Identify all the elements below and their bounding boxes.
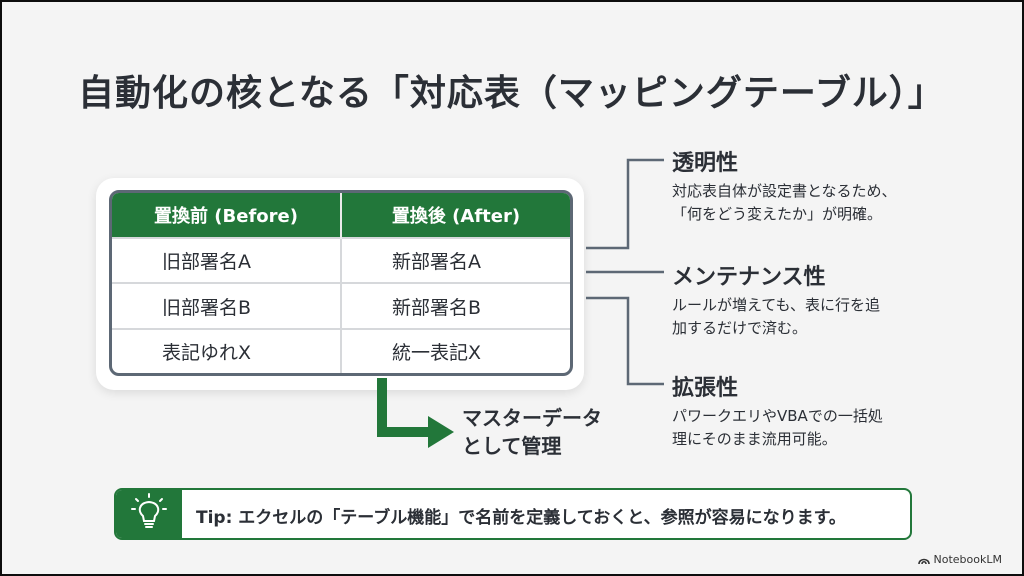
table-row: 旧部署名B 新部署名B [112, 282, 570, 329]
lightbulb-icon [131, 493, 167, 528]
master-label-line: マスターデータ [462, 406, 602, 430]
tip-box: Tip: エクセルの「テーブル機能」で名前を定義しておくと、参照が容易になります… [114, 488, 912, 540]
desc-line: 加するだけで済む。 [672, 319, 808, 337]
desc-line: 対応表自体が設定書となるため、 [672, 182, 897, 200]
table-header-row: 置換前 (Before) 置換後 (After) [112, 193, 570, 238]
tip-text: Tip: エクセルの「テーブル機能」で名前を定義しておくと、参照が容易になります… [196, 508, 846, 528]
before-cell: 旧部署名B [112, 282, 341, 329]
desc-line: 「何をどう変えたか」が明確。 [672, 205, 883, 223]
table-row: 旧部署名A 新部署名A [112, 236, 570, 284]
feature-title-extensibility: 拡張性 [672, 376, 739, 401]
connector-transparency [586, 158, 664, 250]
notebooklm-logo-icon [917, 558, 930, 564]
before-cell: 表記ゆれX [112, 327, 341, 373]
after-cell: 新部署名A [340, 236, 570, 284]
after-cell: 新部署名B [340, 282, 570, 329]
desc-line: パワークエリやVBAでの一括処 [672, 407, 883, 425]
feature-desc-maintenance: ルールが増えても、表に行を追 加するだけで済む。 [672, 294, 880, 340]
table-row: 表記ゆれX 統一表記X [112, 327, 570, 373]
brand-name: NotebookLM [933, 553, 1002, 566]
arrow-head-icon [428, 416, 454, 448]
desc-line: 理にそのまま流用可能。 [672, 430, 837, 448]
feature-desc-transparency: 対応表自体が設定書となるため、 「何をどう変えたか」が明確。 [672, 180, 897, 226]
before-cell: 旧部署名A [112, 236, 341, 284]
slide-title: 自動化の核となる「対応表（マッピングテーブル）」 [78, 73, 945, 114]
connector-extensibility [586, 296, 664, 386]
feature-title-transparency: 透明性 [672, 151, 739, 176]
mapping-table: 置換前 (Before) 置換後 (After) 旧部署名A 新部署名A 旧部署… [109, 190, 573, 376]
desc-line: ルールが増えても、表に行を追 [672, 296, 881, 314]
after-cell: 統一表記X [340, 327, 570, 373]
tip-icon-box [116, 490, 182, 538]
feature-title-maintenance: メンテナンス性 [672, 265, 826, 290]
master-label-line: として管理 [462, 434, 562, 458]
master-data-label: マスターデータ として管理 [462, 404, 602, 460]
header-before: 置換前 (Before) [112, 193, 341, 238]
master-data-arrow [377, 378, 430, 437]
brand-watermark: NotebookLM [917, 553, 1002, 566]
feature-desc-extensibility: パワークエリやVBAでの一括処 理にそのまま流用可能。 [672, 405, 883, 451]
header-after: 置換後 (After) [340, 193, 570, 238]
